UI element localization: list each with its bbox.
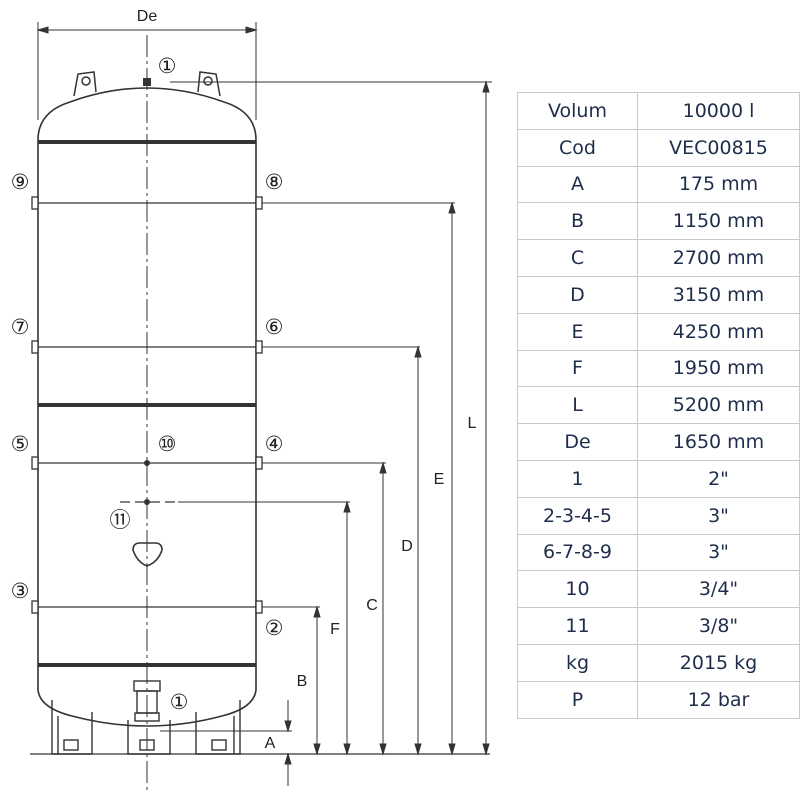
spec-value: 2015 kg (637, 643, 800, 682)
spec-value: 12 bar (637, 680, 800, 719)
dimension-label-d: D (401, 538, 413, 555)
spec-key: D (517, 275, 638, 314)
spec-value: 3/8" (637, 607, 800, 645)
dimension-de (36, 22, 258, 120)
marker-3: ③ (11, 580, 30, 603)
dimension-label-l: L (468, 415, 477, 432)
spec-value: 175 mm (637, 165, 800, 204)
dimension-label-c: C (366, 597, 378, 614)
spec-key: A (517, 165, 638, 204)
marker-1-bottom: ① (170, 691, 189, 714)
support-leg-left (51, 700, 93, 755)
lifting-lug-right (197, 71, 221, 97)
spec-key: E (517, 312, 638, 351)
dimension-a (284, 700, 292, 786)
marker-7: ⑦ (11, 316, 30, 339)
spec-key: 10 (517, 570, 638, 609)
spec-key: kg (517, 643, 638, 682)
manhole (132, 542, 163, 567)
spec-value: 2" (637, 459, 800, 498)
spec-key: 1 (517, 459, 638, 498)
spec-value: 1950 mm (637, 349, 800, 388)
dimension-f (343, 500, 351, 756)
marker-1-top: ① (158, 55, 177, 78)
spec-value: 4250 mm (637, 312, 800, 351)
spec-key: Volum (517, 92, 638, 130)
spec-value: 3/4" (637, 570, 800, 609)
spec-value: 1150 mm (637, 202, 800, 241)
support-leg-right (195, 700, 241, 755)
spec-key: C (517, 239, 638, 277)
dimension-e (448, 201, 456, 756)
spec-value: 1650 mm (637, 423, 800, 461)
marker-8: ⑧ (265, 171, 284, 194)
dimension-label-e: E (434, 471, 445, 488)
marker-9: ⑨ (11, 171, 30, 194)
connection-11-point (144, 499, 150, 505)
spec-value: VEC00815 (637, 128, 800, 167)
spec-value: 3" (637, 496, 800, 535)
marker-2: ② (265, 617, 284, 640)
spec-key: 2-3-4-5 (517, 496, 638, 535)
dimension-label-f: F (330, 621, 340, 638)
spec-key: B (517, 202, 638, 241)
dimension-d (414, 345, 422, 756)
spec-key: Cod (517, 128, 638, 167)
bottom-outlet (133, 680, 161, 722)
dimension-l (482, 80, 490, 756)
dimension-c (379, 461, 387, 756)
lifting-lug-left (73, 71, 97, 97)
spec-key: 11 (517, 607, 638, 645)
tank-body (37, 87, 257, 727)
spec-key: 6-7-8-9 (517, 533, 638, 572)
spec-value: 3" (637, 533, 800, 572)
spec-value: 5200 mm (637, 386, 800, 425)
dimension-b (313, 605, 321, 756)
spec-key: De (517, 423, 638, 461)
marker-5: ⑤ (11, 433, 30, 456)
marker-10: ⑩ (158, 433, 177, 456)
dimension-label-de: De (137, 8, 158, 25)
spec-value: 3150 mm (637, 275, 800, 314)
marker-6: ⑥ (265, 316, 284, 339)
dimension-leaders (160, 81, 492, 732)
dimension-label-b: B (297, 673, 308, 690)
dimension-label-a: A (265, 735, 276, 752)
marker-11: ⑪ (110, 509, 131, 532)
support-leg-center (127, 720, 171, 755)
connection-10-point (144, 460, 150, 466)
marker-4: ④ (265, 433, 284, 456)
spec-key: P (517, 680, 638, 719)
spec-value: 2700 mm (637, 239, 800, 277)
spec-key: L (517, 386, 638, 425)
spec-value: 10000 l (637, 92, 800, 130)
spec-key: F (517, 349, 638, 388)
